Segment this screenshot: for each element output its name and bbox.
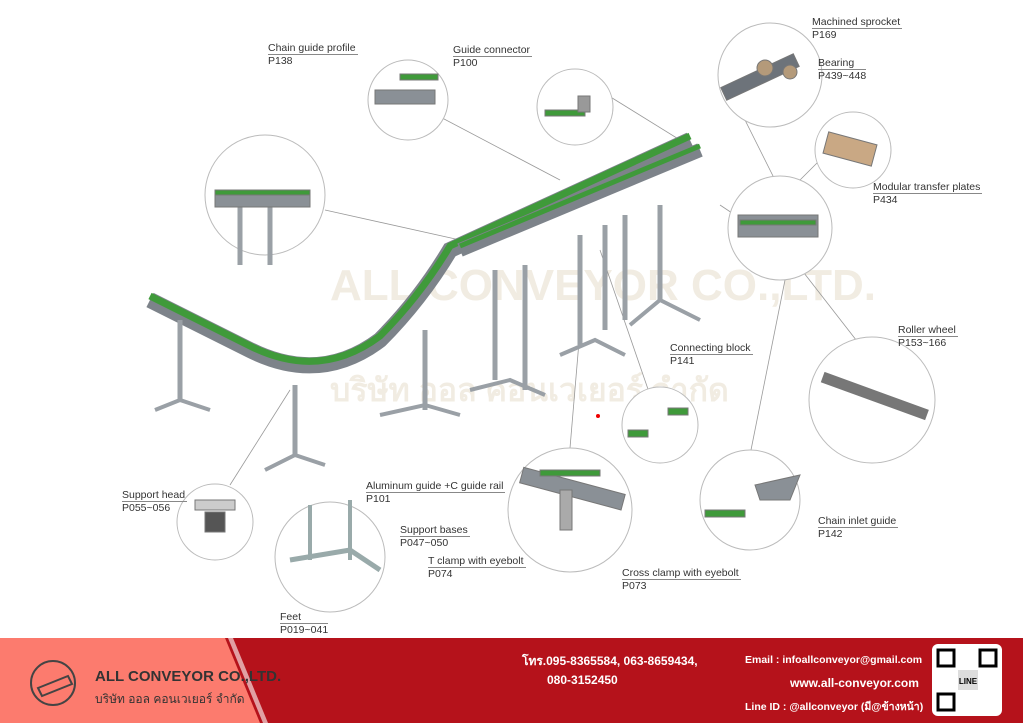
company-name-th: บริษัท ออล คอนเวเยอร์ จำกัด [95, 692, 245, 706]
company-logo-icon [30, 660, 76, 706]
conveyor-diagram [146, 22, 936, 613]
phone-numbers: โทร.095-8365584, 063-8659434, [522, 654, 698, 668]
email[interactable]: Email : infoallconveyor@gmail.com [745, 654, 923, 666]
line-qr-code[interactable]: LINE [932, 644, 1002, 716]
line-id: Line ID : @allconveyor (มี@ข้างหน้า) [745, 701, 924, 713]
phone-number-2: 080-3152450 [547, 673, 618, 687]
qr-label: LINE [959, 677, 978, 686]
company-name-en: ALL CONVEYOR CO.,LTD. [95, 668, 282, 685]
website-link[interactable]: www.all-conveyor.com [790, 676, 919, 690]
footer: ALL CONVEYOR CO.,LTD. บริษัท ออล คอนเวเย… [0, 638, 1023, 723]
